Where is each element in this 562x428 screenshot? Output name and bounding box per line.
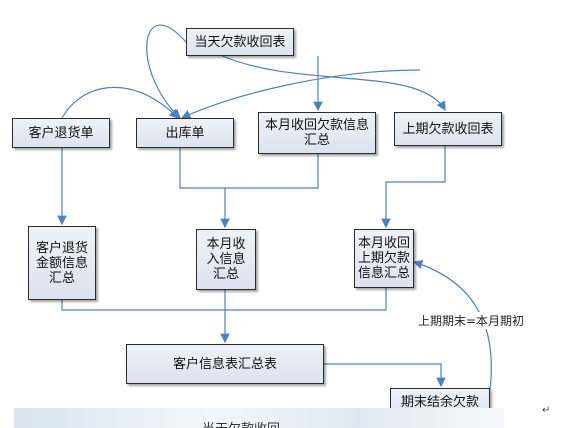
edge-prev-to-outbound-arc xyxy=(180,69,421,119)
node-monthly-income: 本月收 入信息 汇总 xyxy=(196,229,256,290)
node-prev-receipts: 上期欠款收回表 xyxy=(394,112,502,146)
cropped-next-figure: 当天欠款收回 xyxy=(14,408,504,428)
node-customer-summary: 客户信息表汇总表 xyxy=(126,344,324,384)
edge-daily-to-outbound-loop xyxy=(146,24,187,119)
node-daily-receipts: 当天欠款收回表 xyxy=(186,28,294,56)
edge-collector xyxy=(61,288,387,311)
edge-outbound-merge xyxy=(179,148,319,189)
edge-label-period-carryover: 上期期末=本月期初 xyxy=(416,312,527,329)
edge-return-to-outbound-arc xyxy=(61,86,179,119)
paragraph-mark: ↵ xyxy=(542,405,551,416)
node-return-amount: 客户退货 金额信息 汇总 xyxy=(28,226,96,300)
node-customer-return: 客户退货单 xyxy=(12,118,110,148)
edge-summary-to-balance xyxy=(324,363,446,388)
node-prev-arrears: 本月收回 上期欠款 信息汇总 xyxy=(354,229,414,288)
cropped-next-figure-text: 当天欠款收回 xyxy=(202,418,280,428)
edge-prev-to-arrears xyxy=(381,146,446,229)
edge-daily-to-prev-arc xyxy=(219,54,446,112)
edge-balance-to-arrears xyxy=(412,260,492,391)
node-monthly-receipts: 本月收回欠款信息 汇总 xyxy=(258,112,376,154)
node-outbound: 出库单 xyxy=(136,118,234,148)
